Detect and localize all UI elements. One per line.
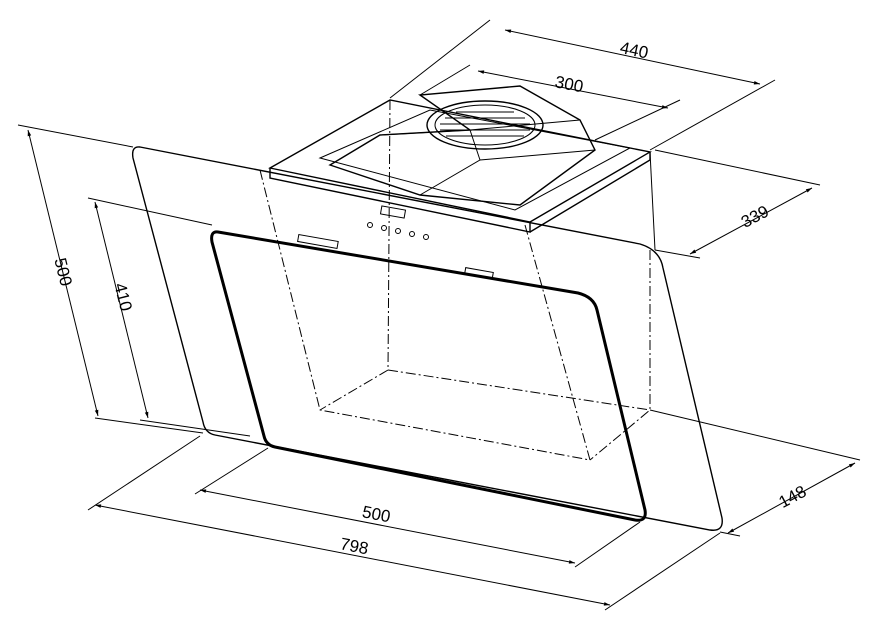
dim-label-339: 339 [738, 202, 772, 232]
dim-label-798: 798 [339, 534, 370, 558]
dim-label-410: 410 [110, 281, 135, 313]
control-panel [297, 205, 494, 279]
inner-black-panel [210, 230, 647, 522]
dim-label-500-width: 500 [361, 502, 392, 526]
motor-box [268, 85, 656, 251]
hidden-body-outline [259, 99, 651, 461]
dim-label-300: 300 [553, 72, 584, 96]
dim-label-500-height: 500 [50, 256, 75, 288]
dimension-lines [17, 19, 861, 611]
dim-label-440: 440 [618, 38, 650, 62]
dim-label-148: 148 [776, 482, 810, 512]
outer-glass-panel [131, 146, 723, 531]
